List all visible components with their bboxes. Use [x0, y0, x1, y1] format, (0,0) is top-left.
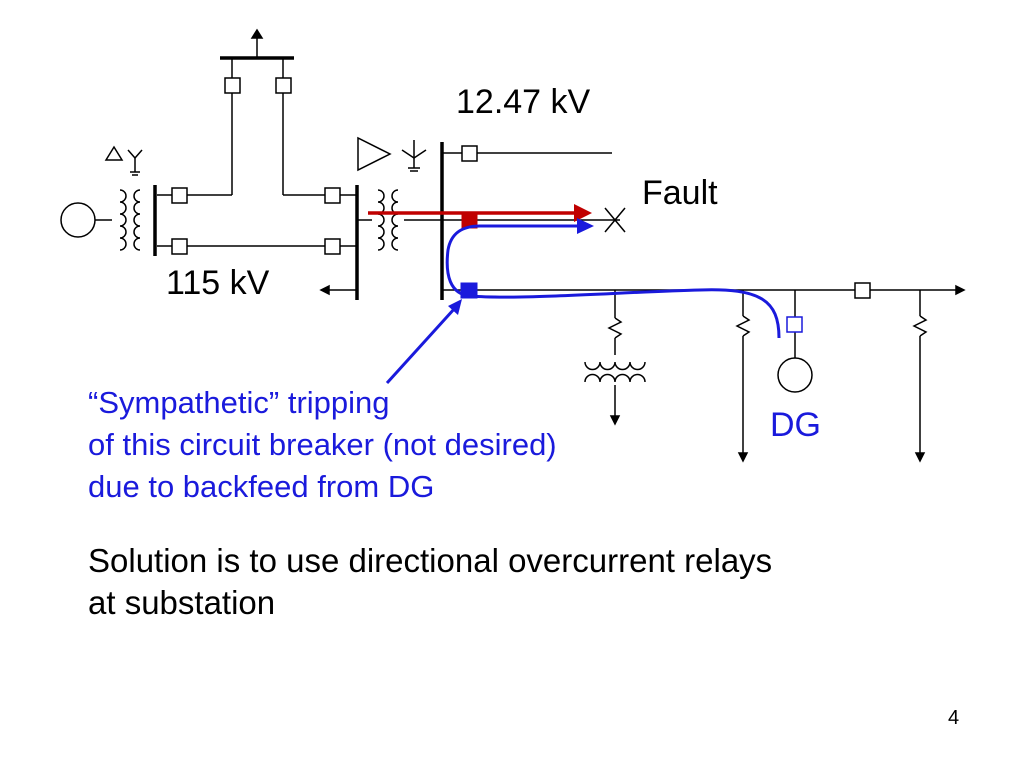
- solution-line-2: at substation: [88, 584, 276, 621]
- breaker-dg-feeder-midline: [854, 282, 871, 299]
- note-line-3: due to backfeed from DG: [88, 469, 435, 504]
- delta-symbol: [357, 136, 392, 172]
- generator-transformer: [119, 189, 141, 251]
- dg-feeder-arrow: [955, 284, 966, 296]
- note-line-1: “Sympathetic” tripping: [88, 385, 390, 420]
- label-fault: Fault: [642, 174, 718, 212]
- sympathetic-tripping-note: “Sympathetic” tripping of this circuit b…: [88, 382, 557, 508]
- breaker-sub-top: [324, 187, 341, 204]
- tap1-load-arrow: [609, 415, 621, 426]
- tap2-load-arrow: [737, 452, 749, 463]
- dg-generator-symbol: [777, 357, 813, 393]
- breaker-feeder-top: [461, 145, 478, 162]
- generator-symbol: [60, 202, 96, 238]
- fault-x-b: [604, 207, 626, 233]
- substation-transformer: [377, 189, 399, 251]
- annotation-pointer-arrowhead: [448, 299, 462, 315]
- slide-page-number: 4: [948, 707, 960, 729]
- breaker-tx-top-left: [224, 77, 241, 94]
- breaker-gen-top: [171, 187, 188, 204]
- tap4-resistor: [912, 315, 928, 337]
- label-dg: DG: [770, 406, 821, 444]
- breaker-tx-top-right: [275, 77, 292, 94]
- grounding-symbol-left: [104, 145, 143, 176]
- solution-line-1: Solution is to use directional overcurre…: [88, 542, 773, 579]
- bus-115-outlet-arrow: [319, 284, 330, 296]
- label-115-kv: 115 kV: [166, 264, 270, 302]
- dg-breaker: [786, 316, 803, 333]
- breaker-sub-bottom: [324, 238, 341, 255]
- note-line-2: of this circuit breaker (not desired): [88, 427, 557, 462]
- tap1-resistor: [607, 317, 623, 339]
- top-source-arrow: [250, 28, 264, 39]
- grounding-symbol-right: [401, 140, 427, 172]
- breaker-gen-bottom: [171, 238, 188, 255]
- annotation-pointer: [385, 306, 457, 385]
- tap1-transformer: [584, 361, 646, 383]
- tap4-load-arrow: [914, 452, 926, 463]
- backfeed-path: [445, 224, 781, 339]
- fault-current-arrowhead: [574, 204, 592, 222]
- tap2-resistor: [735, 315, 751, 337]
- solution-text: Solution is to use directional overcurre…: [88, 540, 772, 624]
- backfeed-arrowhead: [577, 218, 594, 234]
- label-12-47-kv: 12.47 kV: [456, 83, 591, 121]
